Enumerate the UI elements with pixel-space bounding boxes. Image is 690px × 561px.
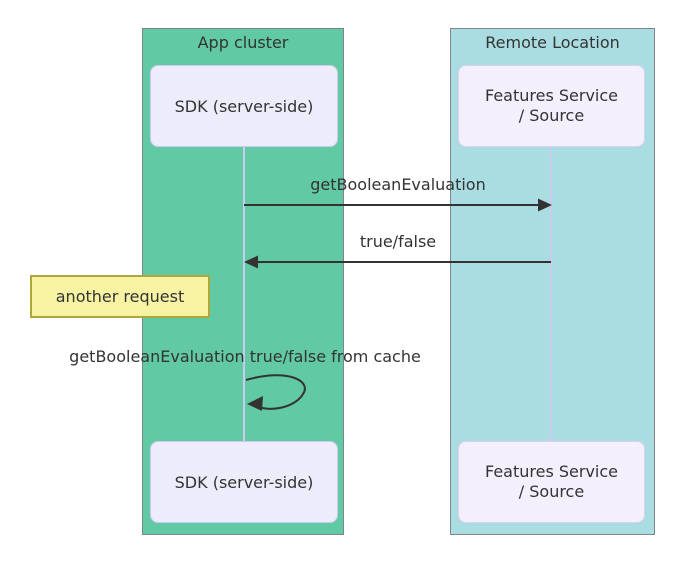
lifeline-sdk: [243, 147, 245, 442]
arrowhead-self-loop-icon: [247, 396, 263, 411]
participant-sdk-bottom: SDK (server-side): [150, 441, 338, 523]
message-label-cache-self-call: getBooleanEvaluation true/false from cac…: [69, 347, 421, 366]
participant-features-bottom-label: Features Service / Source: [484, 462, 618, 501]
participant-features-top-label: Features Service / Source: [484, 86, 618, 125]
lifeline-features-service: [550, 147, 552, 442]
message-label-get-boolean-evaluation: getBooleanEvaluation: [310, 175, 486, 194]
participant-sdk-top-label: SDK (server-side): [174, 96, 314, 116]
message-label-true-false: true/false: [359, 232, 437, 251]
participant-sdk-top: SDK (server-side): [150, 65, 338, 147]
group-remote-location-title: Remote Location: [485, 33, 620, 52]
self-loop-curve: [245, 374, 306, 410]
arrowhead-right-icon: [538, 198, 552, 212]
group-app-cluster-title: App cluster: [197, 33, 289, 52]
participant-sdk-bottom-label: SDK (server-side): [174, 472, 314, 492]
note-another-request-label: another request: [55, 287, 185, 306]
participant-features-bottom: Features Service / Source: [458, 441, 645, 523]
participant-features-top: Features Service / Source: [458, 65, 645, 147]
note-another-request: another request: [30, 275, 210, 318]
arrowhead-left-icon: [244, 255, 258, 269]
